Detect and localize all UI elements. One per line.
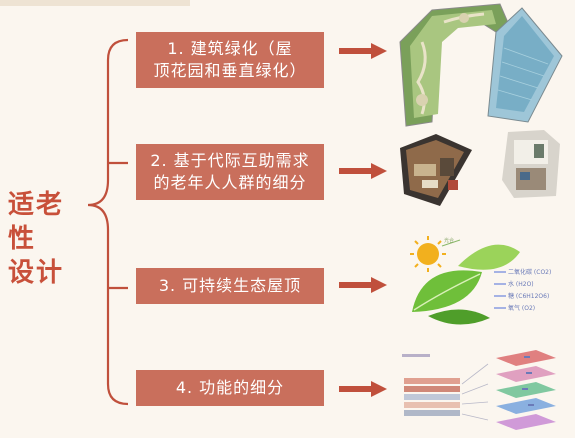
root-node-line1: 适老性 — [8, 190, 65, 254]
interior-room-renderings-image — [400, 130, 560, 206]
arrow-3 — [339, 277, 387, 293]
root-node-line2: 设计 — [8, 258, 65, 288]
leaf-label-sugar: 糖 (C6H12O6) — [508, 292, 549, 300]
branch-1-line1: 1. 建筑绿化（屋 — [167, 39, 293, 58]
bracket — [87, 38, 129, 406]
eco-roof-leaf-diagram-image: 光合 二氧化碳 (CO2) 水 (H2O) 糖 (C6H12O6) 氧气 (O2… — [410, 236, 551, 325]
branch-2-line1: 2. 基于代际互助需求 — [150, 151, 310, 170]
branch-box-3: 3. 可持续生态屋顶 — [136, 268, 324, 304]
branch-3-line1: 3. 可持续生态屋顶 — [158, 276, 302, 295]
arrow-4 — [339, 381, 387, 397]
top-decor-bar — [0, 0, 190, 6]
branch-2-line2: 的老年人人群的细分 — [153, 173, 307, 192]
leaf-label-h2o: 水 (H2O) — [508, 280, 534, 288]
leaf-label-o2: 氧气 (O2) — [508, 304, 535, 312]
arrow-2 — [339, 163, 387, 179]
root-node-label: 适老性 设计 — [8, 188, 88, 290]
function-layer-diagram-image — [402, 350, 556, 430]
branch-4-line1: 4. 功能的细分 — [175, 378, 285, 397]
branch-box-2: 2. 基于代际互助需求 的老年人人群的细分 — [136, 144, 324, 200]
roof-garden-plan-image — [399, 3, 563, 127]
leaf-label-co2: 二氧化碳 (CO2) — [508, 268, 551, 276]
branch-1-line2: 顶花园和垂直绿化） — [153, 61, 307, 80]
svg-text:光合: 光合 — [444, 237, 454, 244]
branch-box-4: 4. 功能的细分 — [136, 370, 324, 406]
arrow-1 — [339, 43, 387, 59]
branch-box-1: 1. 建筑绿化（屋 顶花园和垂直绿化） — [136, 32, 324, 88]
